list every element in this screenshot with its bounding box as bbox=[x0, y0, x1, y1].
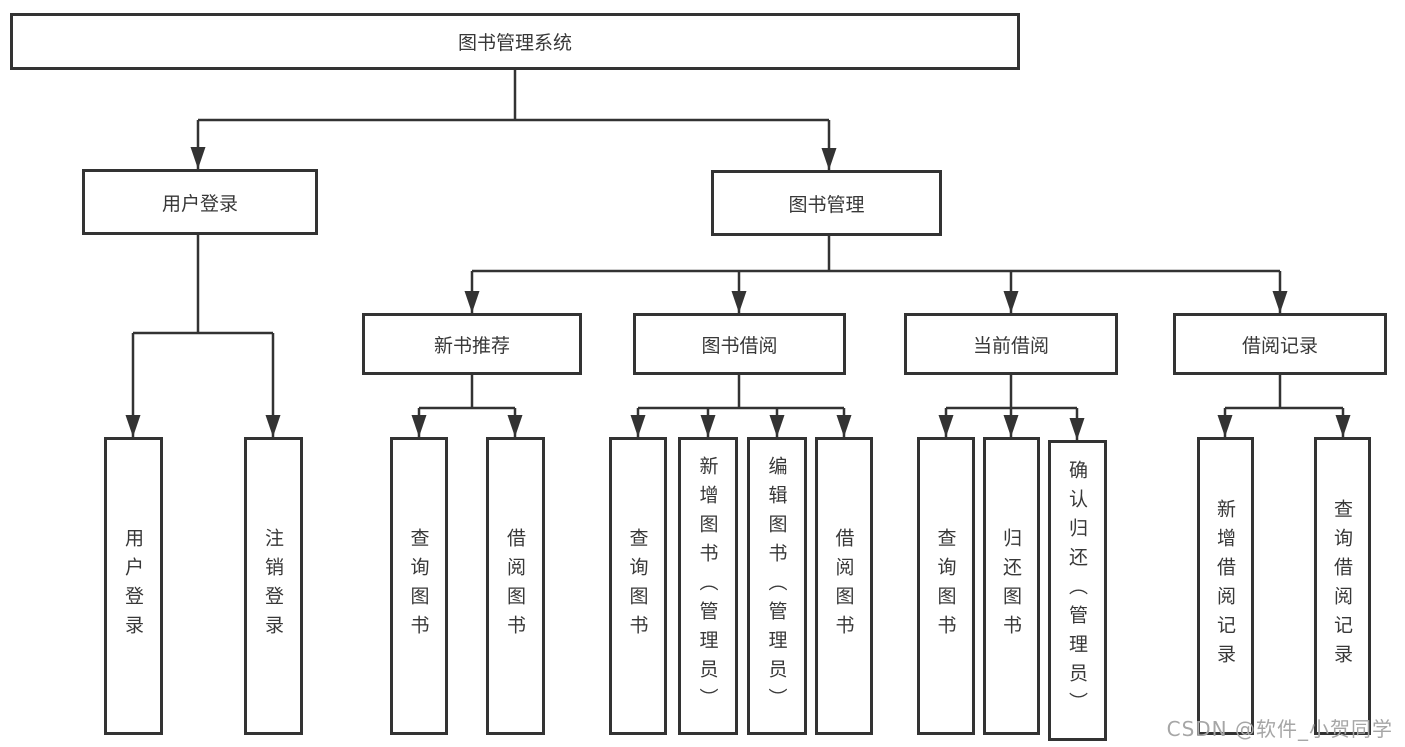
node-current-borrow: 当前借阅 bbox=[904, 313, 1118, 375]
node-book-borrow: 图书借阅 bbox=[633, 313, 846, 375]
leaf-borrow-books-recommend: 借阅图书 bbox=[486, 437, 545, 735]
leaf-query-books-current: 查询图书 bbox=[917, 437, 975, 735]
leaf-borrow-books: 借阅图书 bbox=[815, 437, 873, 735]
watermark: CSDN @软件_小贺同学 bbox=[1166, 717, 1393, 741]
node-borrow-records: 借阅记录 bbox=[1173, 313, 1387, 375]
leaf-edit-books-admin: 编辑图书（管理员） bbox=[747, 437, 807, 735]
leaf-query-borrow-record: 查询借阅记录 bbox=[1314, 437, 1371, 735]
node-new-book-recommend: 新书推荐 bbox=[362, 313, 582, 375]
node-book-management: 图书管理 bbox=[711, 170, 942, 236]
leaf-logout: 注销登录 bbox=[244, 437, 303, 735]
leaf-add-books-admin: 新增图书（管理员） bbox=[678, 437, 738, 735]
leaf-query-books-recommend: 查询图书 bbox=[390, 437, 448, 735]
node-user-login: 用户登录 bbox=[82, 169, 318, 235]
leaf-add-borrow-record: 新增借阅记录 bbox=[1197, 437, 1254, 735]
leaf-confirm-return-admin: 确认归还（管理员） bbox=[1048, 440, 1107, 741]
leaf-user-login: 用户登录 bbox=[104, 437, 163, 735]
node-library-system: 图书管理系统 bbox=[10, 13, 1020, 70]
leaf-query-books-borrow: 查询图书 bbox=[609, 437, 667, 735]
leaf-return-books: 归还图书 bbox=[983, 437, 1040, 735]
